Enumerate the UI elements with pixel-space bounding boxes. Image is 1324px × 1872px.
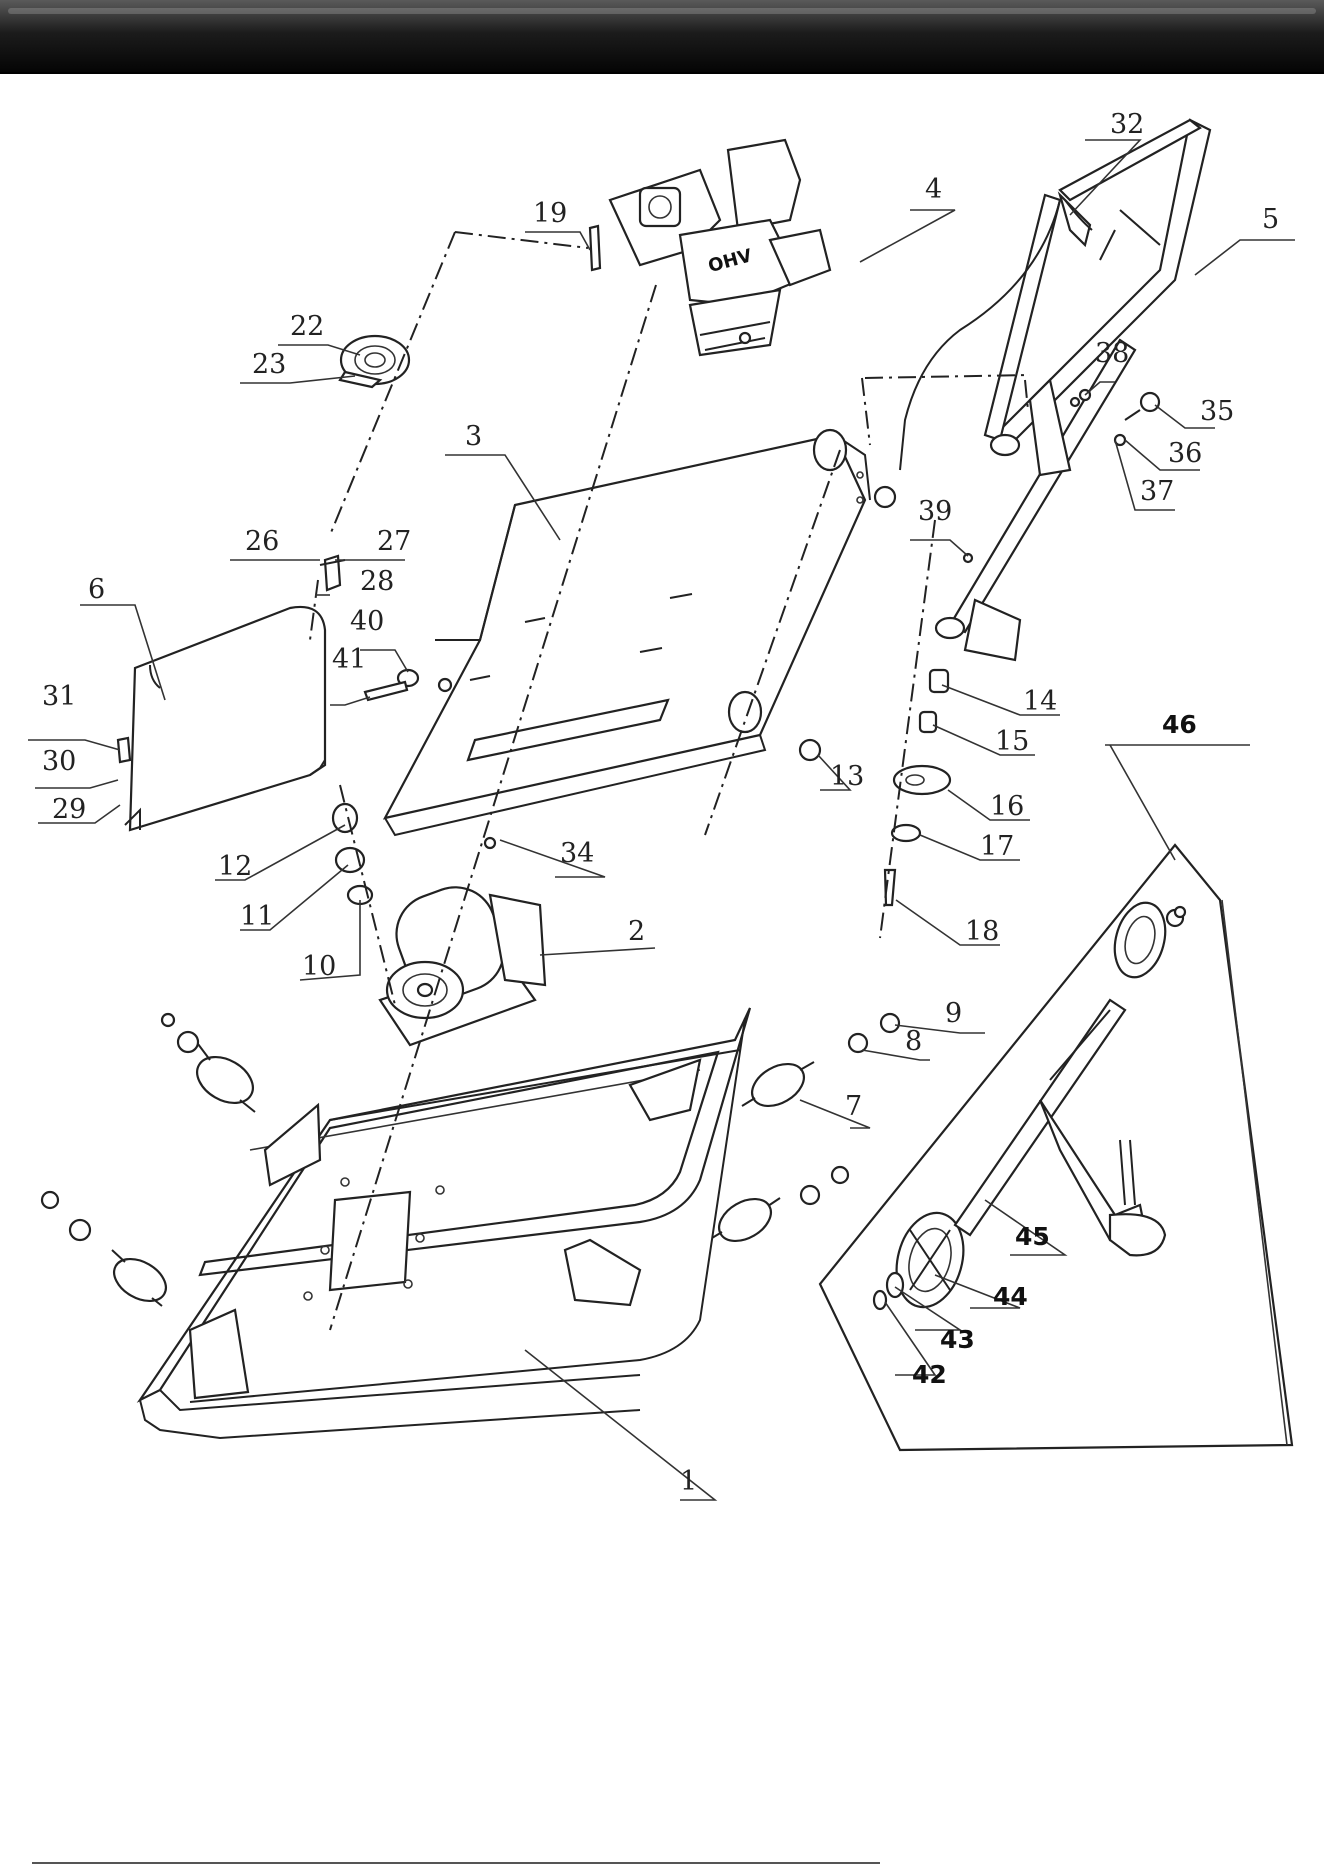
frame-plate bbox=[385, 430, 895, 835]
callout-5: 5 bbox=[1262, 204, 1279, 235]
callout-10: 10 bbox=[302, 951, 336, 982]
callout-31: 31 bbox=[42, 681, 76, 712]
callout-32: 32 bbox=[1110, 109, 1144, 140]
callout-13: 13 bbox=[830, 761, 864, 792]
callout-9: 9 bbox=[945, 998, 962, 1029]
callout-34: 34 bbox=[560, 838, 594, 869]
callout-46: 46 bbox=[1162, 710, 1197, 739]
callout-8: 8 bbox=[905, 1026, 922, 1057]
callout-35: 35 bbox=[1200, 396, 1234, 427]
callout-11: 11 bbox=[240, 901, 274, 932]
footer-rule bbox=[32, 1862, 880, 1864]
callout-28: 28 bbox=[360, 566, 394, 597]
handle-assembly bbox=[900, 120, 1210, 660]
callout-14: 14 bbox=[1023, 686, 1057, 717]
callout-27: 27 bbox=[377, 526, 411, 557]
engine: OHV bbox=[610, 140, 830, 355]
callout-18: 18 bbox=[965, 916, 999, 947]
callout-2: 2 bbox=[628, 916, 645, 947]
callout-30: 30 bbox=[42, 746, 76, 777]
shock-mount-group bbox=[42, 1014, 899, 1310]
callout-19: 19 bbox=[533, 198, 567, 229]
callout-40: 40 bbox=[350, 606, 384, 637]
callout-42: 42 bbox=[912, 1360, 947, 1389]
callout-43: 43 bbox=[940, 1325, 975, 1354]
callout-6: 6 bbox=[88, 574, 105, 605]
callout-45: 45 bbox=[1015, 1222, 1050, 1251]
callout-15: 15 bbox=[995, 726, 1029, 757]
callout-17: 17 bbox=[980, 831, 1014, 862]
callout-4: 4 bbox=[925, 174, 942, 205]
transport-kit-panel bbox=[820, 845, 1292, 1450]
vibrator-unit bbox=[380, 876, 545, 1045]
callout-44: 44 bbox=[993, 1282, 1028, 1311]
callout-41: 41 bbox=[332, 644, 366, 675]
callout-39: 39 bbox=[918, 496, 952, 527]
callout-26: 26 bbox=[245, 526, 279, 557]
callout-36: 36 bbox=[1168, 438, 1202, 469]
callout-16: 16 bbox=[990, 791, 1024, 822]
callout-37: 37 bbox=[1140, 476, 1174, 507]
callout-1: 1 bbox=[680, 1466, 697, 1497]
callout-3: 3 bbox=[465, 421, 482, 452]
callout-22: 22 bbox=[290, 311, 324, 342]
callout-38: 38 bbox=[1095, 338, 1129, 369]
callout-7: 7 bbox=[845, 1091, 862, 1122]
callout-23: 23 bbox=[252, 349, 286, 380]
callout-29: 29 bbox=[52, 794, 86, 825]
hardware-stack bbox=[885, 554, 972, 905]
callout-12: 12 bbox=[218, 851, 252, 882]
belt-guard bbox=[125, 607, 325, 830]
